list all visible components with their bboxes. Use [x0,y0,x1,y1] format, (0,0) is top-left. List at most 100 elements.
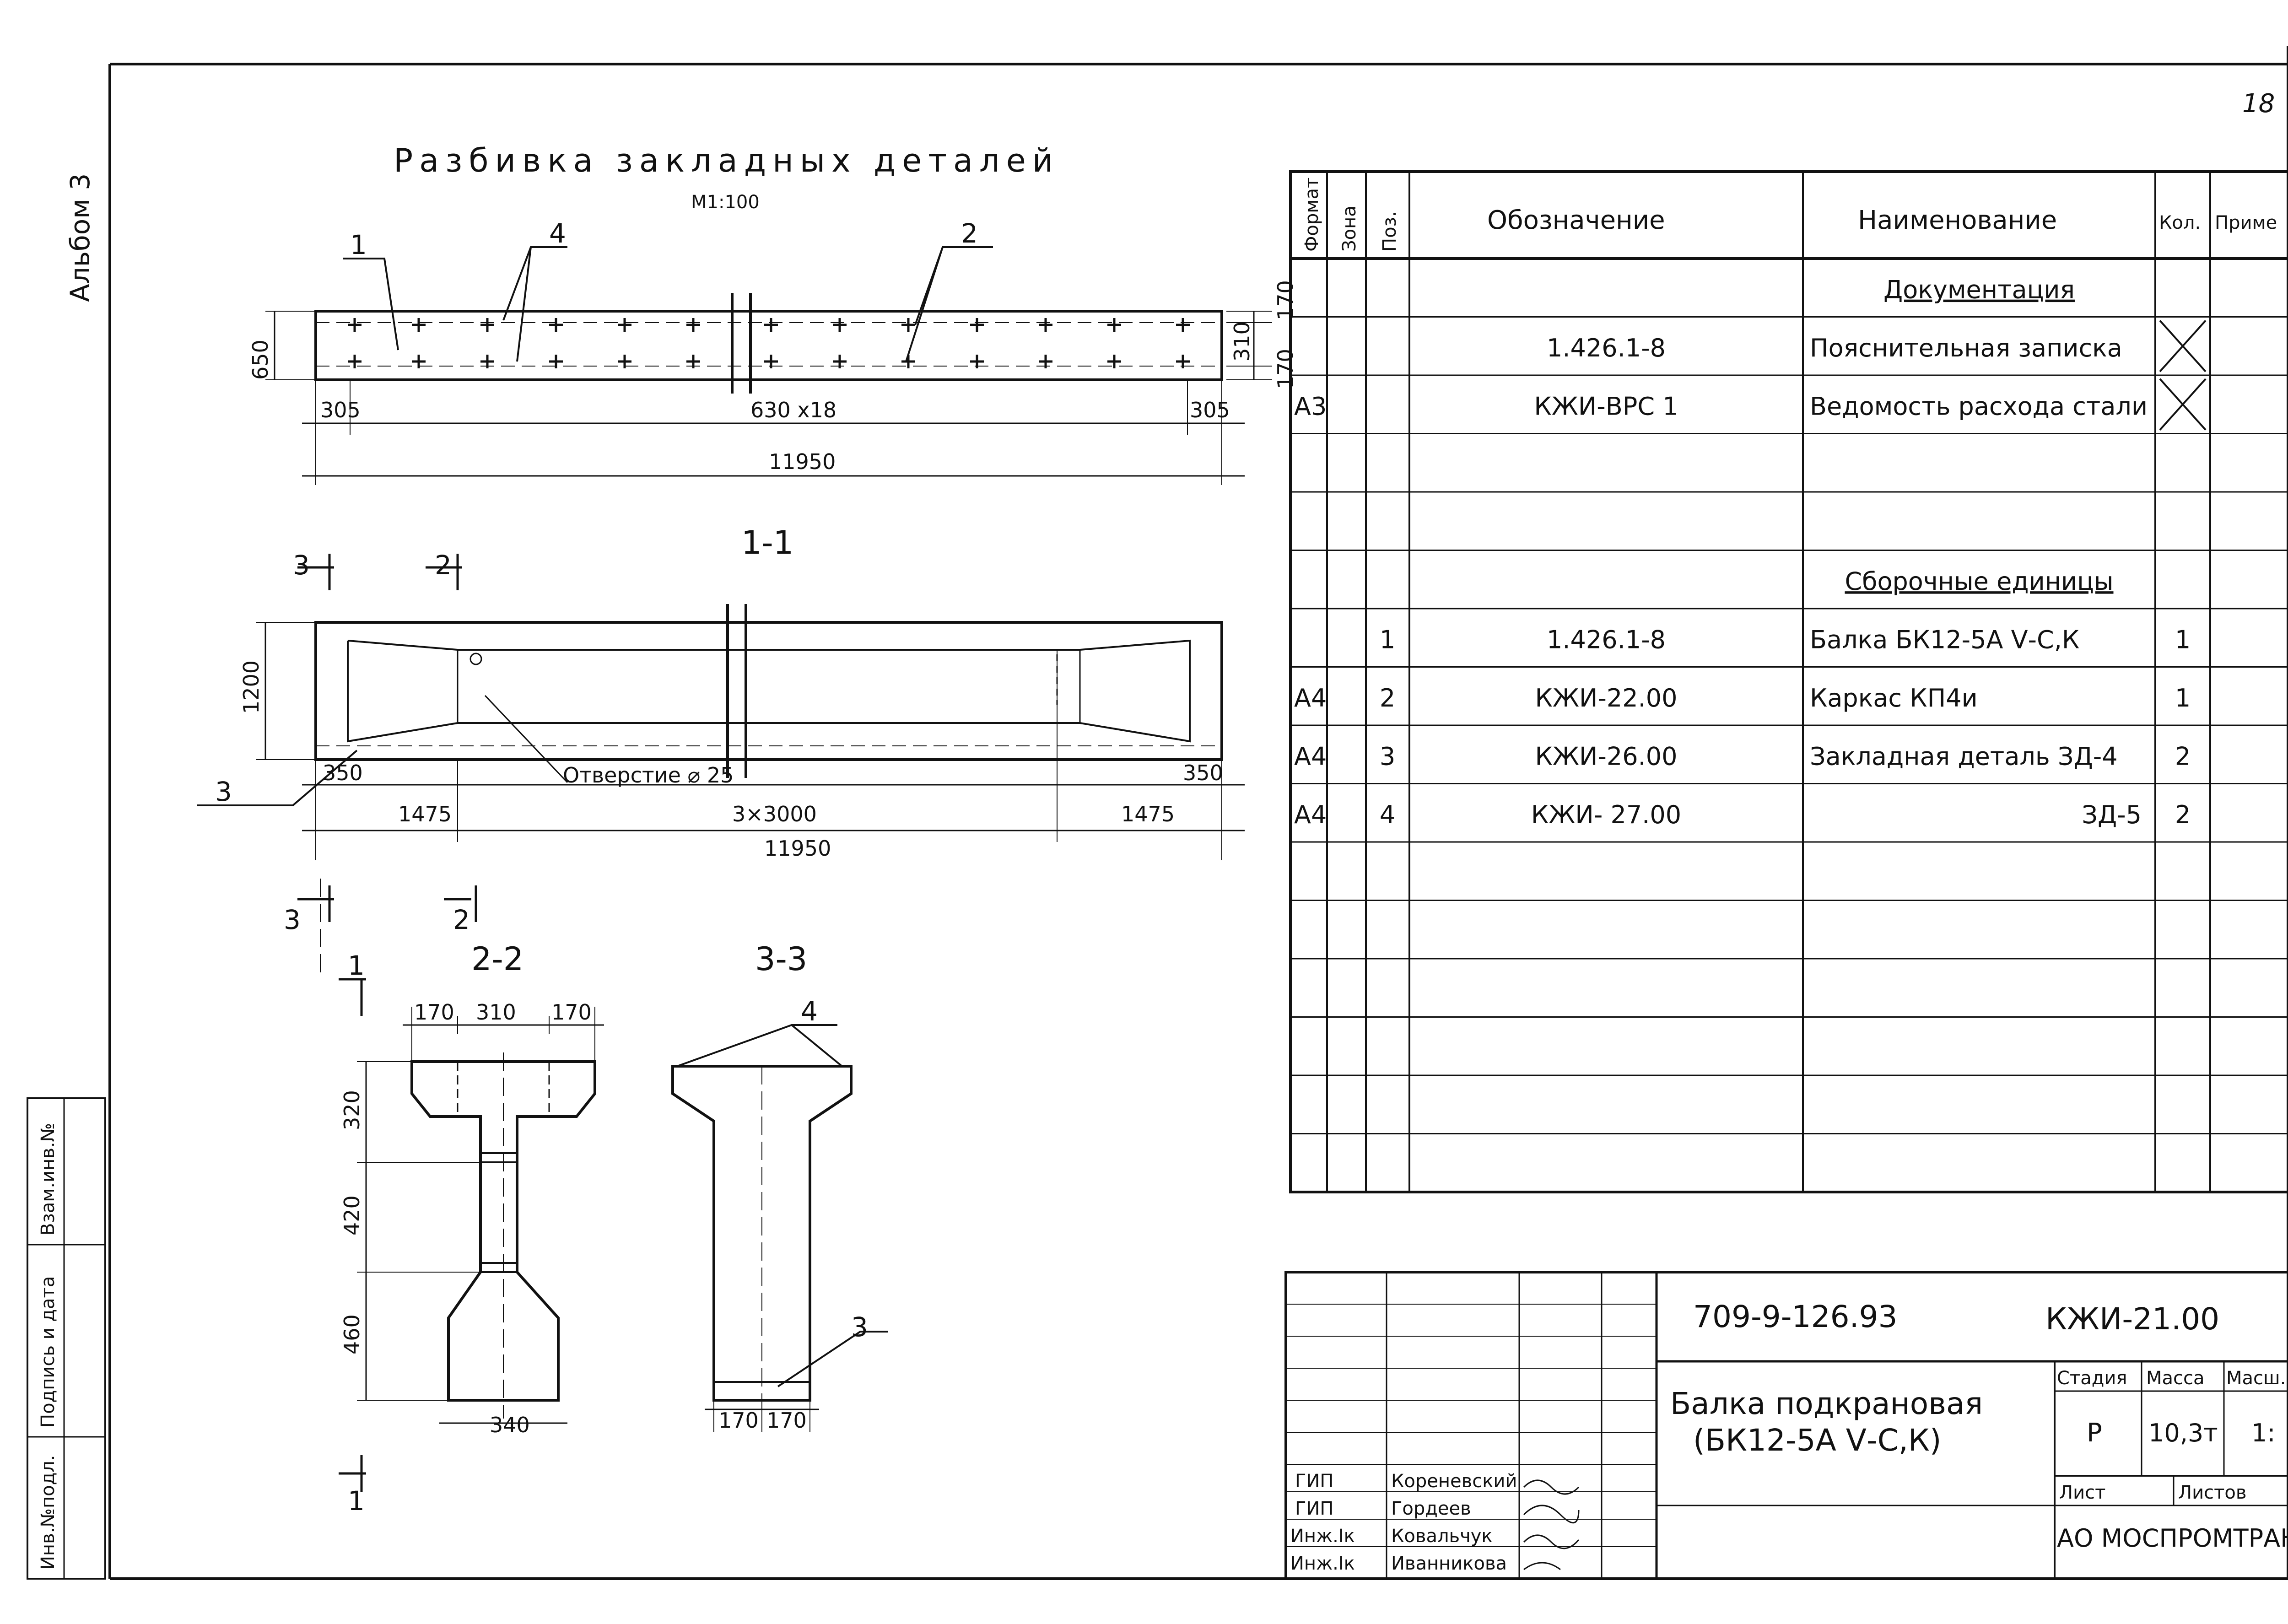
spec-header-designation: Обозначение [1487,205,1665,235]
spec-cell-qty: 2 [2175,742,2191,771]
plan-view [265,246,1272,485]
section-1-1-dim-total: 11950 [764,836,831,861]
section-1-1-height: 1200 [239,660,264,714]
spec-cell-designation: 1.426.1-8 [1547,626,1666,654]
scale-value: 1: [2251,1419,2276,1447]
spec-cell-name: Ведомость расхода стали [1810,392,2148,421]
section-3-3-bottom-dim-1: 170 [718,1408,759,1433]
section-3-3-callout-3: 3 [851,1311,868,1343]
spec-cell-pos: 1 [1380,626,1395,654]
org-name: АО МОСПРОМТРАНСПР [2057,1524,2288,1553]
section-2-2-height-2: 420 [340,1195,364,1236]
spec-header-zone: Зона [1339,205,1360,252]
plan-callout-4: 4 [549,218,566,249]
section-3-3-title: 3-3 [755,940,807,978]
staff-role-1: ГИП [1295,1471,1333,1492]
mass-label: Масса [2146,1368,2205,1389]
plan-dim-right-end: 305 [1190,398,1230,422]
cut-mark-2-bottom: 2 [453,904,470,935]
spec-cross-mark [2159,378,2207,431]
stage-value: Р [2087,1418,2102,1448]
spec-cell-designation: КЖИ- 27.00 [1531,800,1681,829]
staff-name-1: Кореневский [1391,1471,1517,1492]
section-2-2-cut-mark-bottom: 1 [348,1485,365,1516]
hole-note: Отверстие ⌀ 25 [563,763,734,788]
stamp-replace-label: Взам.инв.№ [38,1123,59,1236]
spec-cell-name: Каркас КП4и [1810,684,1978,712]
item-name-line1: Балка подкрановая [1670,1386,1983,1421]
staff-role-2: ГИП [1295,1498,1333,1519]
plan-dim-right-mid: 310 [1230,321,1254,361]
spec-cell-name: Сборочные единицы [1845,567,2113,596]
spec-table-rows: Документация 1.426.1-8 Пояснительная запис… [1290,275,2288,1193]
section-2-2-height-1: 320 [340,1090,364,1130]
section-1-1-callout-3: 3 [215,776,232,807]
cut-mark-3-bottom: 3 [284,904,301,935]
staff-role-3: Инж.Iк [1290,1526,1355,1547]
plan-dim-left-end: 305 [320,398,361,422]
spec-cell-designation: КЖИ-ВРС 1 [1534,392,1678,421]
section-2-2-top-dim-3: 170 [551,1000,592,1025]
sheets-label: Листов [2178,1482,2246,1503]
spec-cell-name: Пояснительная записка [1810,334,2122,362]
section-1-1-dim-left-end: 350 [323,761,363,785]
album-label: Альбом 3 [65,173,96,302]
section-2-2-top-dim-2: 310 [476,1000,516,1025]
spec-cell-qty: 2 [2175,800,2191,829]
spec-cell-pos: 3 [1380,742,1395,771]
drawing-title: Разбивка закладных деталей [394,142,1059,179]
spec-header-qty: Кол. [2159,212,2201,233]
spec-cell-designation: КЖИ-22.00 [1535,684,1678,712]
spec-cell-name: Балка БК12-5А Ⅴ-С,К [1810,626,2079,654]
spec-table-grid [1289,170,2288,1193]
spec-cell-qty: 1 [2175,684,2191,712]
section-2-2-top-dim-1: 170 [414,1000,454,1025]
plan-dim-right-bottom: 170 [1273,349,1298,389]
plan-dim-span: 630 x18 [750,398,836,422]
scale-note: М1:100 [691,192,760,213]
item-name-line2: (БК12-5А Ⅴ-С,К) [1693,1423,1941,1458]
section-2-2-height-3: 460 [340,1314,364,1354]
spec-cross-mark [2159,320,2207,372]
page-number: 18 [2242,89,2275,119]
plan-dim-height: 650 [248,340,273,380]
cut-mark-3-top: 3 [293,550,310,581]
mass-value: 10,3т [2148,1419,2218,1447]
project-code: 709-9-126.93 [1693,1299,1898,1334]
section-2-2-cut-mark: 1 [348,950,365,981]
scale-label: Масш. [2226,1368,2286,1389]
spec-cell-format: А3 [1294,392,1327,421]
plan-dim-right-top: 170 [1273,280,1298,320]
doc-code: КЖИ-21.00 [2045,1301,2219,1337]
spec-cell-qty: 1 [2175,626,2191,654]
section-2-2-title: 2-2 [471,940,523,978]
section-1-1-dim-mid: 3×3000 [732,802,817,826]
staff-name-3: Ковальчук [1391,1526,1493,1547]
section-2-2-view [339,978,604,1492]
section-3-3-bottom-dim-2: 170 [766,1408,807,1433]
cut-mark-2-top: 2 [435,550,452,581]
title-block-grid [1284,1271,2288,1580]
section-1-1-dim-left-bay: 1475 [398,802,452,826]
spec-cell-designation: 1.426.1-8 [1547,334,1666,362]
spec-cell-pos: 2 [1380,684,1395,712]
spec-header-pos: Поз. [1379,211,1400,252]
staff-name-2: Гордеев [1391,1498,1471,1519]
stamp-inv-label: Инв.№подл. [38,1455,59,1570]
spec-header-format: Формат [1301,178,1322,252]
staff-role-4: Инж.Iк [1290,1553,1355,1574]
spec-cell-name: Документация [1883,275,2075,304]
section-3-3-view [671,1024,888,1432]
spec-cell-pos: 4 [1380,800,1395,829]
spec-cell-name: Закладная деталь ЗД-4 [1810,742,2118,771]
section-1-1-view [197,554,1245,979]
section-2-2-bottom: 340 [490,1413,530,1437]
section-1-1-dim-right-end: 350 [1183,761,1223,785]
left-stamp: Инв.№подл. Подпись и дата Взам.инв.№ [27,1097,106,1580]
spec-cell-name: ЗД-5 [2082,800,2142,829]
plan-callout-2: 2 [961,218,978,249]
section-1-1-title: 1-1 [741,524,793,561]
section-3-3-callout-4: 4 [801,996,818,1027]
spec-cell-format: А4 [1294,800,1327,829]
